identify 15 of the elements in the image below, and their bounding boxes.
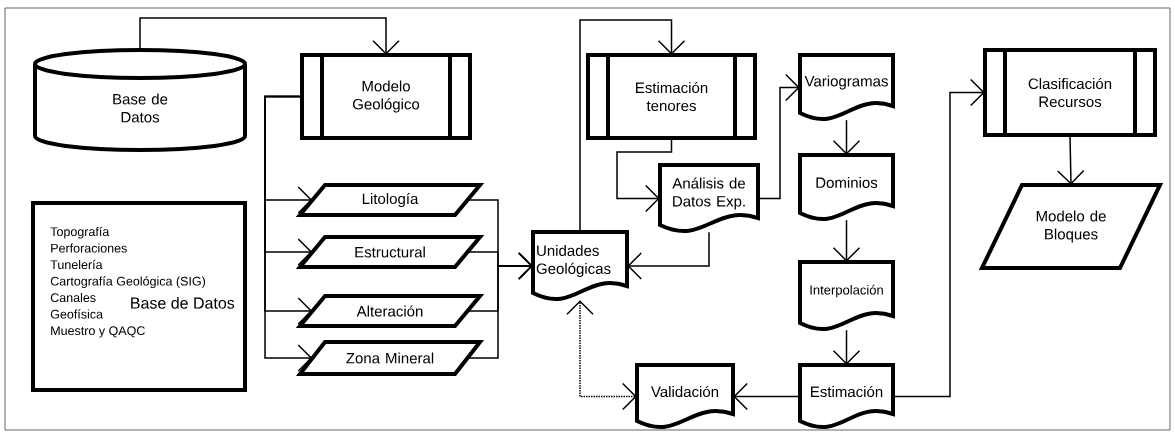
arrow — [566, 300, 637, 411]
arrow — [579, 19, 686, 233]
arrow — [757, 73, 800, 200]
arrow — [733, 382, 801, 411]
arrow — [139, 17, 400, 55]
process-box: Estimación tenores — [586, 53, 757, 140]
arrow — [627, 231, 710, 280]
data-list-box: Topografía Perforaciones Tunelería Cartografía Geológica (SIG) Canales Base de Datos Geofísica Muestro y QAQC — [31, 201, 247, 392]
arrow — [892, 78, 985, 398]
arrow — [264, 95, 313, 372]
process-box: Clasificación Recursos — [983, 48, 1157, 137]
process-box: Modelo Geológico — [300, 53, 472, 140]
arrow — [466, 252, 533, 359]
arrow — [616, 137, 673, 213]
database-cylinder: Base de Datos — [33, 48, 247, 152]
